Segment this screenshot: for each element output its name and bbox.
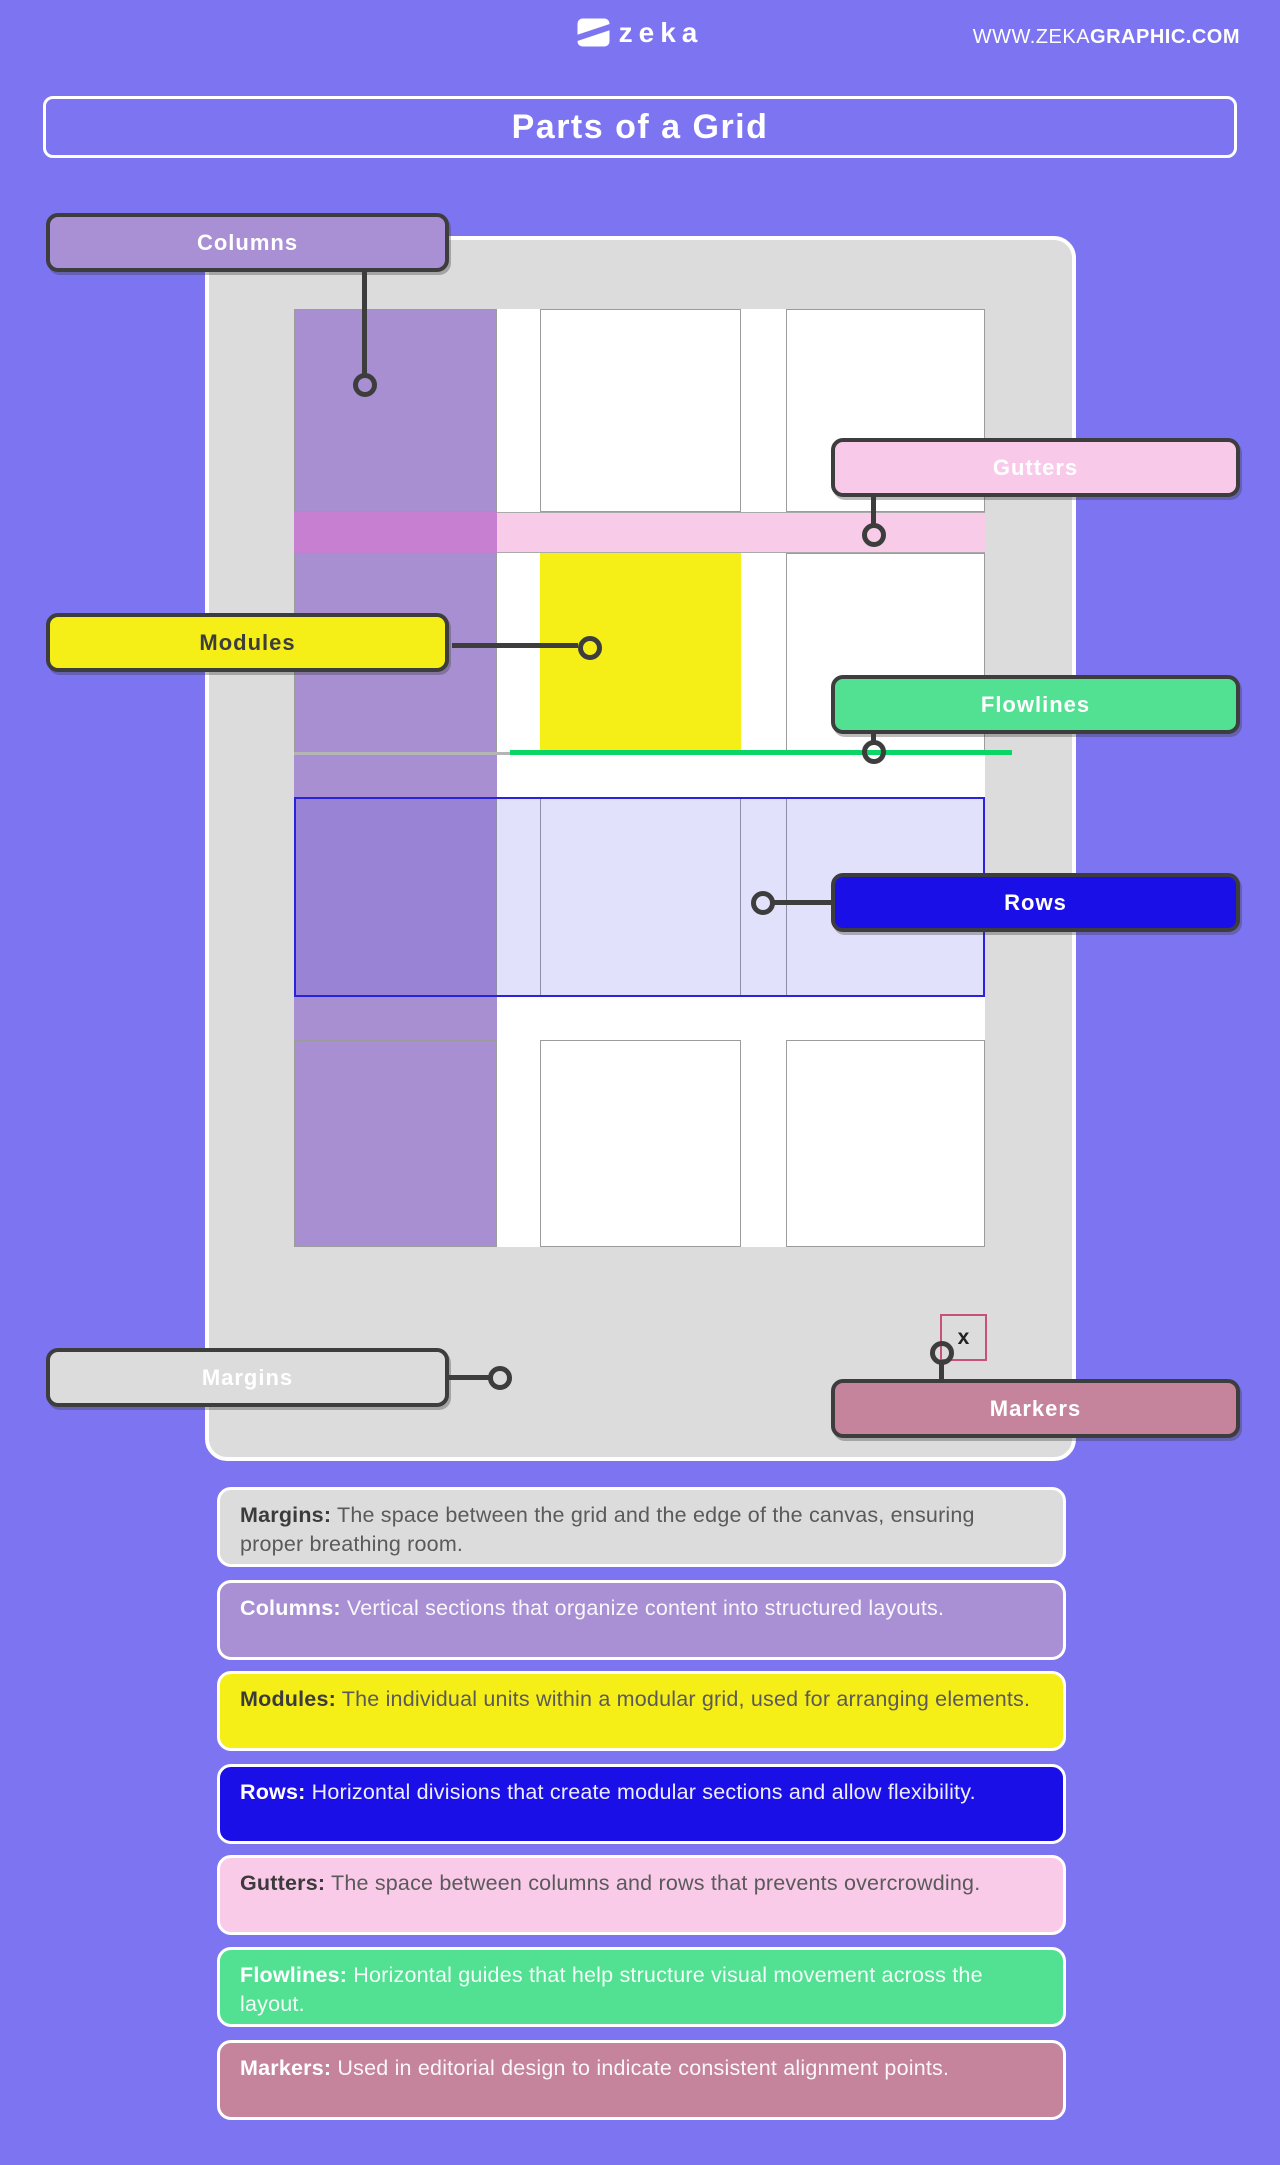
label-markers: Markers [831, 1379, 1240, 1438]
site-url-regular: WWW.ZEKA [972, 26, 1091, 48]
callout-dot-flowlines [862, 740, 886, 764]
description-columns-term: Columns: [240, 1596, 341, 1620]
grid-cell [294, 1040, 497, 1247]
label-gutters: Gutters [831, 438, 1240, 497]
callout-line-margins [449, 1375, 489, 1380]
flowline-muted-segment [294, 752, 510, 755]
callout-line-flowlines [871, 734, 876, 742]
label-modules: Modules [46, 613, 449, 672]
label-markers-text: Markers [989, 1395, 1082, 1421]
description-margins: Margins: The space between the grid and … [217, 1487, 1066, 1567]
flowline-line [510, 750, 1012, 755]
description-flowlines-text: Horizontal guides that help structure vi… [240, 1963, 983, 2016]
callout-line-columns [362, 272, 367, 374]
module-highlight [540, 553, 741, 755]
gutter-band [497, 512, 985, 553]
label-margins: Margins [46, 1348, 449, 1407]
callout-line-modules [452, 643, 578, 648]
column-highlight [294, 309, 497, 1247]
label-rows: Rows [831, 873, 1240, 932]
description-gutters: Gutters: The space between columns and r… [217, 1855, 1066, 1935]
grid-cell [786, 1040, 985, 1247]
description-columns-text: Vertical sections that organize content … [340, 1596, 945, 1620]
label-flowlines: Flowlines [831, 675, 1240, 734]
description-modules-text: The individual units within a modular gr… [335, 1687, 1031, 1711]
grid-cell [540, 309, 741, 512]
title-box: Parts of a Grid [43, 96, 1237, 158]
description-markers-term: Markers: [240, 2056, 332, 2080]
description-rows-term: Rows: [240, 1780, 306, 1804]
page-title: Parts of a Grid [511, 107, 769, 146]
zeka-logo: zeka [0, 18, 1280, 47]
logo-wordmark: zeka [618, 16, 704, 48]
label-columns-text: Columns [196, 229, 299, 255]
grid-cell [540, 1040, 741, 1247]
description-margins-text: The space between the grid and the edge … [240, 1503, 975, 1556]
description-gutters-text: The space between columns and rows that … [325, 1871, 981, 1895]
description-flowlines: Flowlines: Horizontal guides that help s… [217, 1947, 1066, 2027]
label-margins-text: Margins [201, 1364, 294, 1390]
grid-cell [294, 309, 497, 512]
zeka-logo-icon [572, 18, 614, 47]
callout-dot-gutters [862, 523, 886, 547]
grid-cell [786, 309, 985, 512]
description-rows-text: Horizontal divisions that create modular… [305, 1780, 976, 1804]
site-url-bold: GRAPHIC.COM [1090, 26, 1240, 48]
description-markers-text: Used in editorial design to indicate con… [331, 2056, 950, 2080]
callout-dot-margins [488, 1366, 512, 1390]
callout-dot-columns [353, 373, 377, 397]
site-url: WWW.ZEKAGRAPHIC.COM [973, 26, 1240, 49]
label-rows-text: Rows [1004, 889, 1067, 915]
marker-x: x [957, 1326, 970, 1349]
label-gutters-text: Gutters [992, 454, 1079, 480]
marker-box: x [940, 1314, 987, 1361]
callout-dot-modules [578, 636, 602, 660]
description-modules: Modules: The individual units within a m… [217, 1671, 1066, 1751]
description-rows: Rows: Horizontal divisions that create m… [217, 1764, 1066, 1844]
callout-line-markers [939, 1360, 944, 1379]
callout-line-rows [774, 900, 831, 905]
description-flowlines-term: Flowlines: [240, 1963, 348, 1987]
label-flowlines-text: Flowlines [980, 691, 1091, 717]
label-columns: Columns [46, 213, 449, 272]
description-margins-term: Margins: [240, 1503, 332, 1527]
gutter-band-over-column [294, 512, 497, 553]
description-columns: Columns: Vertical sections that organize… [217, 1580, 1066, 1660]
description-markers: Markers: Used in editorial design to ind… [217, 2040, 1066, 2120]
description-modules-term: Modules: [240, 1687, 336, 1711]
callout-dot-markers [930, 1341, 954, 1365]
description-gutters-term: Gutters: [240, 1871, 326, 1895]
callout-dot-rows [751, 891, 775, 915]
label-modules-text: Modules [199, 629, 296, 655]
callout-line-gutters [871, 497, 876, 524]
